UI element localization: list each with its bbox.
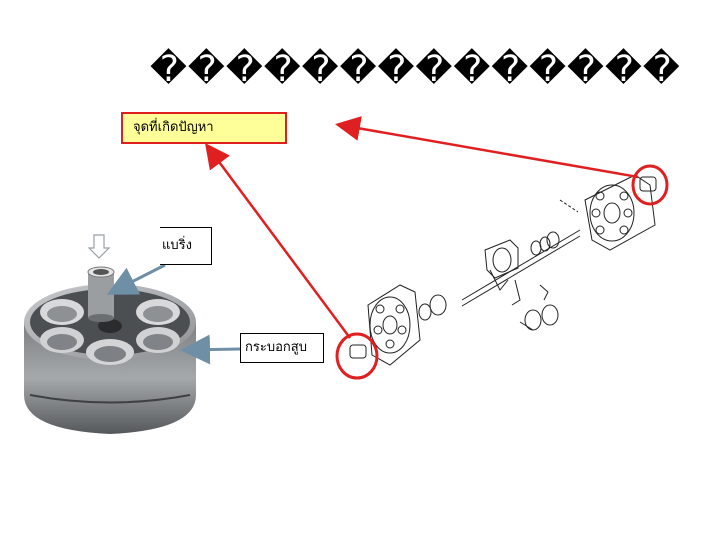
bearing-pointer-arrow <box>106 263 166 295</box>
red-arrow-to-label-right <box>335 116 639 179</box>
problem-circle-left <box>335 332 379 380</box>
piston-cylinder-label: กระบอกสูบ <box>240 333 324 363</box>
problem-point-label: จุดที่เกิดปัญหา <box>121 112 287 144</box>
cylinder-block-photo <box>24 266 196 434</box>
outline-down-arrow-icon <box>87 234 111 259</box>
problem-circle-right <box>631 164 669 206</box>
exploded-pump-diagram <box>349 174 657 366</box>
piston-pointer-arrow <box>180 334 241 365</box>
bearing-label: แบริ่ง <box>160 227 212 265</box>
slide-title: �������������� <box>150 49 681 90</box>
red-arrow-to-label-left <box>205 142 352 339</box>
